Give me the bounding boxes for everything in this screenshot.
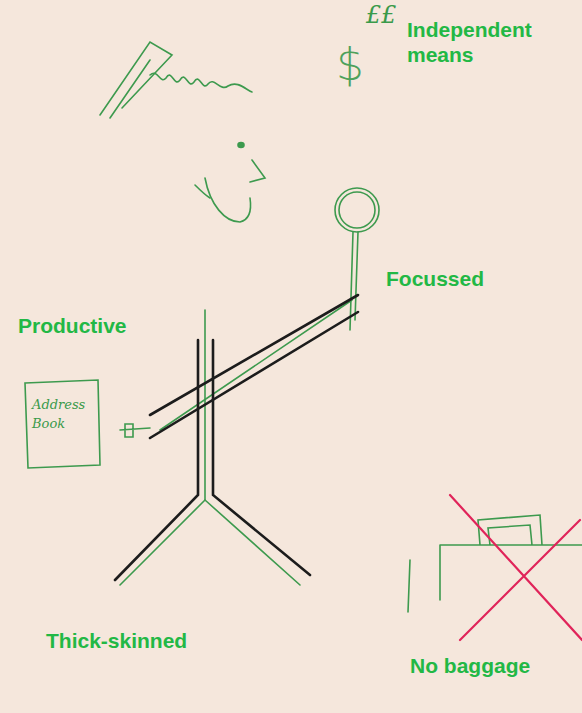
dollar-symbol-text: $	[336, 40, 364, 90]
mouth	[205, 178, 251, 222]
hat-brim	[110, 60, 150, 118]
magnifier-lens	[339, 192, 375, 228]
trait-label: Thick-skinned	[46, 628, 246, 653]
pen	[120, 424, 150, 437]
trait-label: Independent means	[407, 17, 547, 67]
book	[25, 380, 100, 468]
suitcase	[408, 515, 582, 612]
red-cross	[450, 495, 582, 640]
magnifier-lens	[335, 188, 379, 232]
trait-label: Productive	[18, 313, 158, 338]
arm-inner	[160, 300, 352, 430]
chin	[195, 185, 210, 198]
arm-outline	[150, 295, 358, 438]
trait-label: Focussed	[386, 266, 526, 291]
eye	[238, 143, 244, 148]
book-title: Address Book	[32, 395, 94, 433]
cross-out	[450, 495, 582, 640]
body-outline	[115, 340, 310, 580]
black-outline	[115, 295, 358, 580]
nose	[250, 160, 265, 182]
trait-label: No baggage	[410, 653, 570, 678]
legs-inner	[120, 500, 300, 585]
hair	[150, 73, 252, 92]
